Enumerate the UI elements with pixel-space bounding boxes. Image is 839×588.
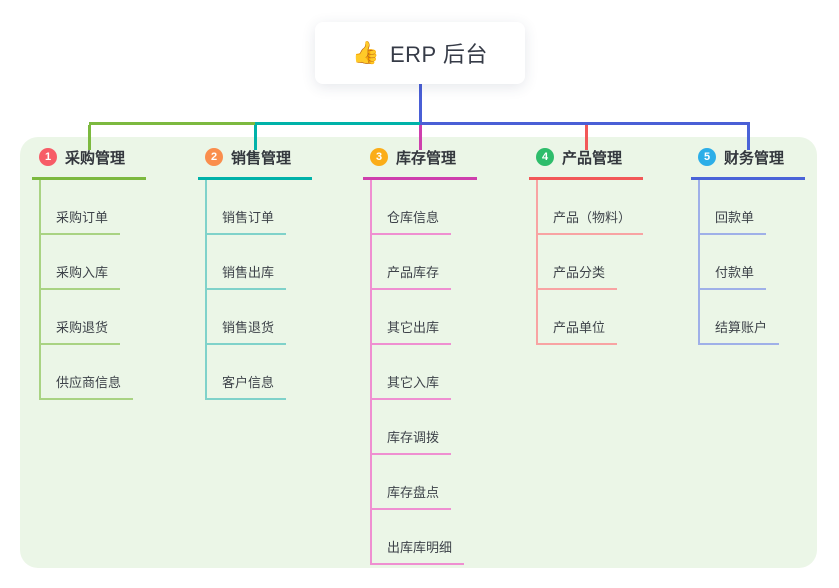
child-node-label: 回款单 bbox=[698, 207, 767, 235]
branch-header[interactable]: 1 采购管理 bbox=[32, 146, 146, 180]
child-node-label: 销售出库 bbox=[205, 262, 287, 290]
connector-drop-branch-1 bbox=[87, 125, 91, 150]
child-node-label: 产品（物料） bbox=[536, 207, 644, 235]
branch-trunk-line bbox=[370, 180, 372, 565]
child-node-label: 采购入库 bbox=[39, 262, 121, 290]
child-node-label: 其它入库 bbox=[370, 372, 452, 400]
child-node[interactable]: 产品（物料） bbox=[529, 180, 644, 235]
branch-children: 产品（物料） 产品分类产品单位 bbox=[529, 180, 644, 345]
child-node-label: 出库库明细 bbox=[370, 537, 465, 565]
branch-label: 库存管理 bbox=[396, 149, 457, 167]
child-node-label: 仓库信息 bbox=[370, 207, 452, 235]
branch-label: 产品管理 bbox=[562, 149, 623, 167]
child-node-label: 库存调拨 bbox=[370, 427, 452, 455]
connector-rail-right bbox=[420, 122, 750, 125]
child-node[interactable]: 客户信息 bbox=[198, 345, 312, 400]
child-node-label: 销售退货 bbox=[205, 317, 287, 345]
branch-label: 销售管理 bbox=[231, 149, 292, 167]
child-node-label: 结算账户 bbox=[698, 317, 780, 345]
child-node[interactable]: 产品分类 bbox=[529, 235, 643, 290]
branch-header[interactable]: 3 库存管理 bbox=[363, 146, 477, 180]
child-node-label: 产品单位 bbox=[536, 317, 618, 345]
branch-trunk-line bbox=[536, 180, 538, 345]
child-node[interactable]: 结算账户 bbox=[691, 290, 805, 345]
child-node-label: 供应商信息 bbox=[39, 372, 134, 400]
branch-number-badge: 5 bbox=[698, 148, 716, 166]
connector-drop-branch-4 bbox=[584, 125, 588, 150]
branch-children: 仓库信息产品库存其它出库其它入库库存调拨库存盘点出库库明细 bbox=[363, 180, 477, 565]
child-node-label: 产品分类 bbox=[536, 262, 618, 290]
child-node[interactable]: 库存调拨 bbox=[363, 400, 477, 455]
connector-rail-middle bbox=[255, 122, 420, 125]
branch-trunk-line bbox=[205, 180, 207, 400]
branch-children: 采购订单采购入库采购退货供应商信息 bbox=[32, 180, 146, 400]
branch-label: 财务管理 bbox=[724, 149, 785, 167]
child-node[interactable]: 销售出库 bbox=[198, 235, 312, 290]
branch-header[interactable]: 5 财务管理 bbox=[691, 146, 805, 180]
branch-children: 回款单付款单结算账户 bbox=[691, 180, 805, 345]
child-node[interactable]: 销售退货 bbox=[198, 290, 312, 345]
child-node[interactable]: 采购订单 bbox=[32, 180, 146, 235]
child-node-label: 客户信息 bbox=[205, 372, 287, 400]
child-node-label: 产品库存 bbox=[370, 262, 452, 290]
child-node[interactable]: 采购入库 bbox=[32, 235, 146, 290]
child-node[interactable]: 销售订单 bbox=[198, 180, 312, 235]
child-node-label: 采购退货 bbox=[39, 317, 121, 345]
child-node[interactable]: 出库库明细 bbox=[363, 510, 477, 565]
branch-header[interactable]: 2 销售管理 bbox=[198, 146, 312, 180]
child-node[interactable]: 其它出库 bbox=[363, 290, 477, 345]
connector-drop-branch-2 bbox=[253, 125, 257, 150]
connector-drop-branch-3 bbox=[418, 125, 422, 150]
root-node[interactable]: 👍 ERP 后台 bbox=[315, 22, 525, 84]
thumbs-up-icon: 👍 bbox=[352, 40, 380, 65]
branch-label: 采购管理 bbox=[65, 149, 126, 167]
child-node[interactable]: 其它入库 bbox=[363, 345, 477, 400]
child-node[interactable]: 产品单位 bbox=[529, 290, 643, 345]
branch-trunk-line bbox=[698, 180, 700, 345]
child-node[interactable]: 回款单 bbox=[691, 180, 805, 235]
child-node-label: 库存盘点 bbox=[370, 482, 452, 510]
branch-2: 2 销售管理销售订单销售出库销售退货客户信息 bbox=[198, 146, 312, 400]
connector-rail-left bbox=[89, 122, 255, 125]
child-node-label: 其它出库 bbox=[370, 317, 452, 345]
branch-number-badge: 1 bbox=[39, 148, 57, 166]
child-node[interactable]: 付款单 bbox=[691, 235, 805, 290]
child-node-label: 采购订单 bbox=[39, 207, 121, 235]
branch-children: 销售订单销售出库销售退货客户信息 bbox=[198, 180, 312, 400]
connector-root-stem bbox=[418, 84, 422, 125]
child-node[interactable]: 库存盘点 bbox=[363, 455, 477, 510]
root-node-label: ERP 后台 bbox=[389, 42, 488, 67]
branch-1: 1 采购管理采购订单采购入库采购退货供应商信息 bbox=[32, 146, 146, 400]
branch-4: 4 产品管理产品（物料） 产品分类产品单位 bbox=[529, 146, 644, 345]
connector-drop-branch-5 bbox=[746, 125, 750, 150]
child-node[interactable]: 仓库信息 bbox=[363, 180, 477, 235]
branch-number-badge: 4 bbox=[536, 148, 554, 166]
branch-number-badge: 2 bbox=[205, 148, 223, 166]
branch-number-badge: 3 bbox=[370, 148, 388, 166]
branches-panel bbox=[20, 137, 817, 568]
branch-3: 3 库存管理仓库信息产品库存其它出库其它入库库存调拨库存盘点出库库明细 bbox=[363, 146, 477, 565]
branch-header[interactable]: 4 产品管理 bbox=[529, 146, 643, 180]
child-node-label: 付款单 bbox=[698, 262, 767, 290]
child-node[interactable]: 供应商信息 bbox=[32, 345, 146, 400]
child-node[interactable]: 产品库存 bbox=[363, 235, 477, 290]
branch-5: 5 财务管理回款单付款单结算账户 bbox=[691, 146, 805, 345]
branch-trunk-line bbox=[39, 180, 41, 400]
child-node-label: 销售订单 bbox=[205, 207, 287, 235]
child-node[interactable]: 采购退货 bbox=[32, 290, 146, 345]
